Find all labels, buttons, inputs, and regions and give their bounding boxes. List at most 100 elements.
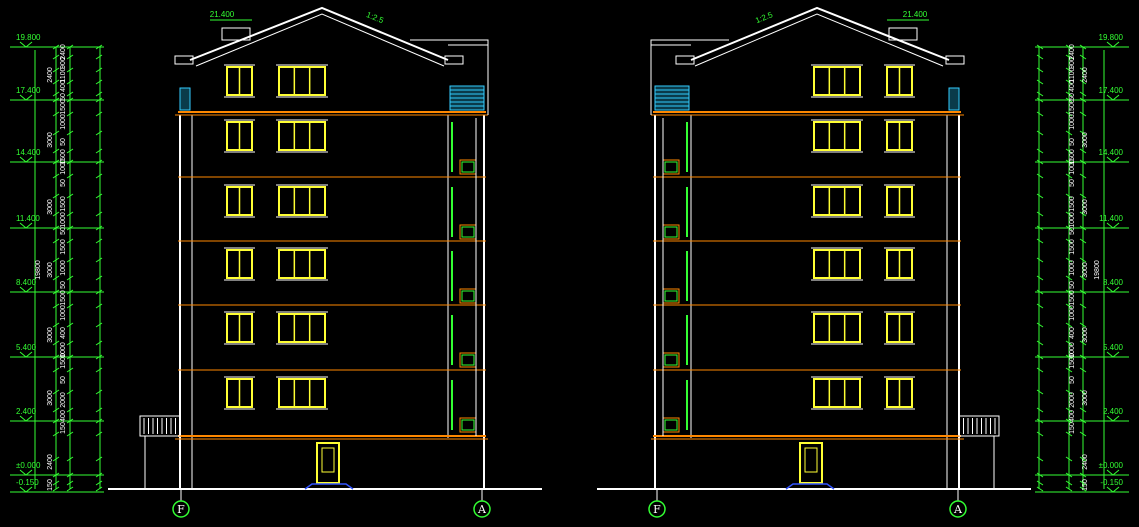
- axis-left-circle: [172, 500, 190, 518]
- dimension-value: 50: [1069, 93, 1076, 101]
- dimension-value: 1000: [60, 212, 67, 228]
- dimension-tick: [52, 407, 60, 413]
- level-marker: [19, 156, 33, 163]
- level-marker: [1106, 486, 1120, 493]
- dimension-tick: [52, 148, 60, 154]
- level-label: -0.150: [1100, 478, 1123, 487]
- dimension-tick: [52, 303, 60, 309]
- dimension-tick: [1079, 225, 1087, 231]
- dimension-tick: [1036, 257, 1044, 263]
- dimension-tick: [66, 130, 74, 136]
- dimension-value: 1500: [60, 239, 67, 255]
- dimension-value: 3000: [1082, 132, 1089, 148]
- dimension-tick: [1079, 275, 1087, 281]
- dimension-value: 50: [1069, 227, 1076, 235]
- dimension-tick: [52, 91, 60, 97]
- dimension-tick: [52, 486, 60, 492]
- dimension-tick: [1079, 238, 1087, 244]
- level-label: 17.400: [16, 86, 41, 95]
- dimension-tick: [95, 354, 103, 360]
- dimension-tick: [95, 91, 103, 97]
- dimension-tick: [1079, 289, 1087, 295]
- dimension-tick: [95, 193, 103, 199]
- dimension-tick: [1036, 289, 1044, 295]
- axis-right-circle: [648, 500, 666, 518]
- dimension-tick: [1036, 407, 1044, 413]
- dimension-tick: [1065, 257, 1073, 263]
- entry-steps: [304, 483, 354, 490]
- dimension-value: 1500: [60, 196, 67, 212]
- dimension-tick: [1065, 130, 1073, 136]
- dimension-tick: [52, 275, 60, 281]
- dimension-tick: [1036, 159, 1044, 165]
- dimension-tick: [1065, 67, 1073, 73]
- level-label: 2.400: [16, 407, 37, 416]
- dimension-value: 1000: [1069, 342, 1076, 358]
- dimension-tick: [66, 173, 74, 179]
- dimension-tick: [1036, 472, 1044, 478]
- dimension-tick: [95, 67, 103, 73]
- stair-rail: [461, 226, 475, 238]
- dimension-tick: [66, 79, 74, 85]
- level-marker: [19, 94, 33, 101]
- dimension-tick: [66, 148, 74, 154]
- level-label: 17.400: [1099, 86, 1124, 95]
- dimension-tick: [1065, 91, 1073, 97]
- dimension-tick: [1079, 111, 1087, 117]
- dimension-value: 150: [1069, 422, 1076, 434]
- dimension-tick: [1065, 486, 1073, 492]
- dimension-tick: [66, 257, 74, 263]
- dimension-tick: [1065, 367, 1073, 373]
- roof-chimney: [221, 27, 251, 41]
- axis-right-circle: [473, 500, 491, 518]
- dimension-value: 1500: [60, 99, 67, 115]
- level-label: 8.400: [1103, 278, 1124, 287]
- dimension-value: 3000: [47, 327, 54, 343]
- dimension-value: 1500: [1069, 196, 1076, 212]
- dimension-tick: [52, 97, 60, 103]
- dimension-value: 1100: [60, 67, 67, 82]
- dimension-value: 400: [1069, 410, 1076, 422]
- dimension-tick: [1036, 418, 1044, 424]
- dimension-tick: [66, 289, 74, 295]
- dimension-tick: [1079, 54, 1087, 60]
- roof-gable: [189, 6, 449, 61]
- stair-rail: [664, 161, 678, 173]
- dimension-tick: [1065, 54, 1073, 60]
- dimension-tick: [1079, 418, 1087, 424]
- dimension-value: 1000: [1069, 260, 1076, 276]
- dimension-tick: [52, 67, 60, 73]
- dimension-tick: [95, 79, 103, 85]
- entrance-balcony: [139, 415, 181, 437]
- window: [813, 313, 861, 343]
- level-marker: [1106, 156, 1120, 163]
- dimension-tick: [66, 67, 74, 73]
- dimension-tick: [1065, 225, 1073, 231]
- dimension-tick: [95, 303, 103, 309]
- dimension-value: 1000: [60, 342, 67, 358]
- dimension-tick: [66, 193, 74, 199]
- dimension-tick: [52, 111, 60, 117]
- dimension-value: 3000: [1082, 199, 1089, 215]
- dimension-tick: [1079, 486, 1087, 492]
- level-marker: [1106, 94, 1120, 101]
- dimension-value: 50: [60, 138, 67, 146]
- dimension-value: 3000: [1082, 327, 1089, 343]
- dimension-tick: [95, 340, 103, 346]
- level-label: 5.400: [16, 343, 37, 352]
- dimension-tick: [1065, 97, 1073, 103]
- level-label: 5.400: [1103, 343, 1124, 352]
- dimension-tick: [52, 225, 60, 231]
- dimension-value: 1000: [1069, 212, 1076, 228]
- window: [813, 378, 861, 408]
- dimension-tick: [66, 54, 74, 60]
- dimension-tick: [95, 456, 103, 462]
- dimension-tick: [1065, 340, 1073, 346]
- level-marker: [1106, 222, 1120, 229]
- dimension-tick: [1079, 340, 1087, 346]
- dimension-tick: [66, 225, 74, 231]
- window: [278, 249, 326, 279]
- dimension-tick: [52, 130, 60, 136]
- window: [278, 378, 326, 408]
